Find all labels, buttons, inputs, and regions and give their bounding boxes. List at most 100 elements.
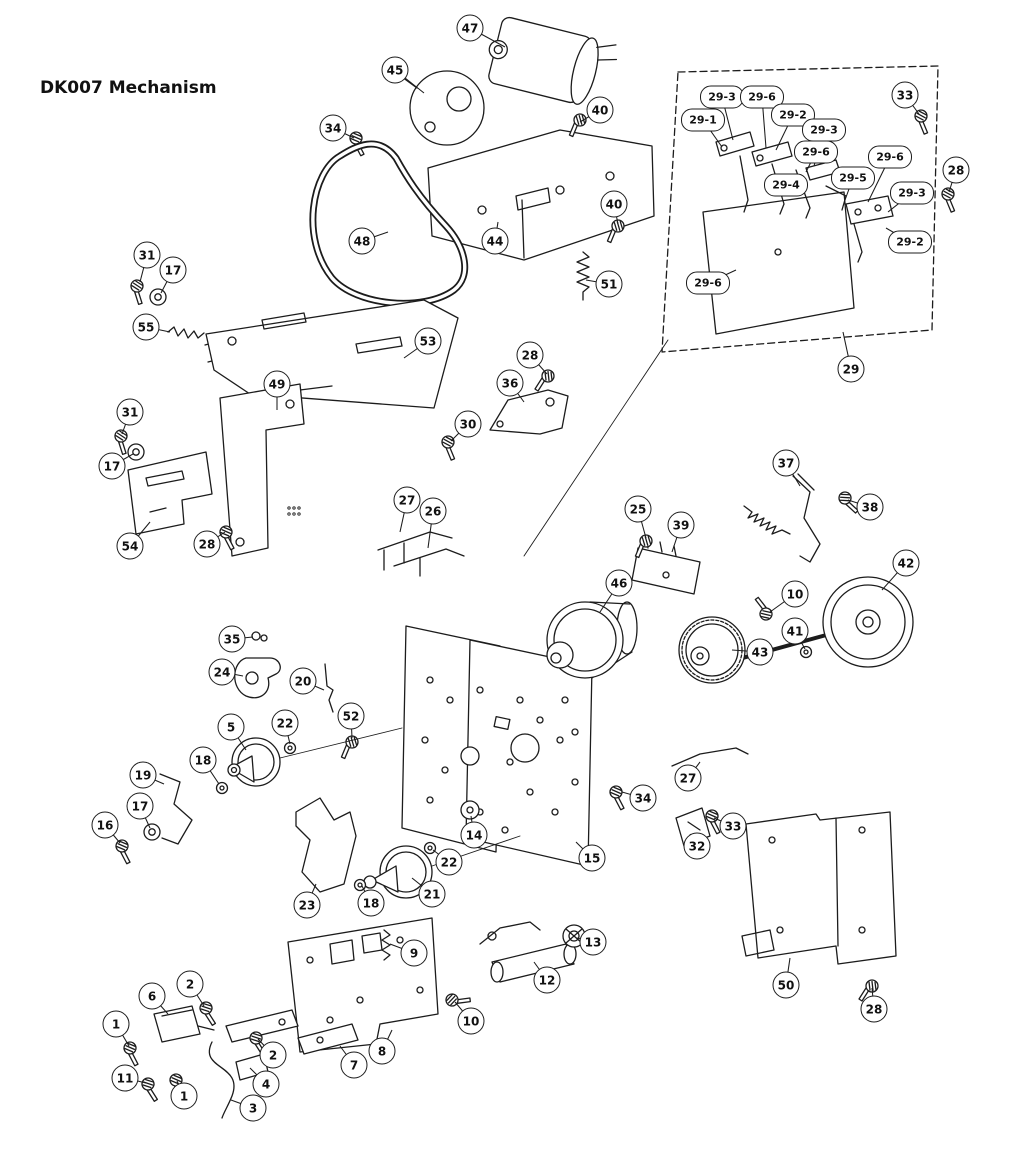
callout-22: 22 — [271, 709, 299, 737]
diagram-title: DK007 Mechanism — [40, 78, 217, 98]
callout-29-3: 29-3 — [700, 85, 744, 109]
callout-33: 33 — [891, 81, 919, 109]
bracket-7 — [297, 1023, 359, 1055]
callout-20: 20 — [289, 667, 317, 695]
callout-41: 41 — [781, 617, 809, 645]
callout-34: 34 — [319, 114, 347, 142]
callout-28: 28 — [860, 995, 888, 1023]
inset-detail-box — [523, 65, 965, 557]
callout-54: 54 — [116, 532, 144, 560]
washer-14 — [460, 800, 480, 820]
callout-28: 28 — [942, 156, 970, 184]
callout-50: 50 — [772, 971, 800, 999]
bracket-2a — [225, 1009, 299, 1043]
callout-34: 34 — [629, 784, 657, 812]
callout-6: 6 — [138, 982, 166, 1010]
pinch-roller-12 — [479, 921, 577, 983]
callout-29-2: 29-2 — [771, 103, 815, 127]
callout-51: 51 — [595, 270, 623, 298]
spring-51 — [576, 251, 590, 301]
callout-32: 32 — [683, 832, 711, 860]
callout-24: 24 — [208, 658, 236, 686]
callout-1: 1 — [170, 1082, 198, 1110]
spring-38 — [743, 505, 791, 535]
callout-48: 48 — [348, 227, 376, 255]
motor-46 — [546, 601, 638, 679]
bracket-36 — [489, 389, 569, 435]
callout-29-6: 29-6 — [686, 271, 730, 295]
callout-33: 33 — [719, 812, 747, 840]
callout-29: 29 — [837, 355, 865, 383]
callout-16: 16 — [91, 811, 119, 839]
callout-29-4: 29-4 — [764, 173, 808, 197]
callout-31: 31 — [116, 398, 144, 426]
callout-17: 17 — [159, 256, 187, 284]
bracket-50 — [741, 811, 897, 965]
callout-10: 10 — [781, 580, 809, 608]
callout-40: 40 — [586, 96, 614, 124]
callout-8: 8 — [368, 1037, 396, 1065]
callout-17: 17 — [126, 792, 154, 820]
callout-28: 28 — [516, 341, 544, 369]
drive-belt-48 — [309, 140, 469, 307]
callout-45: 45 — [381, 56, 409, 84]
callout-29-1: 29-1 — [681, 108, 725, 132]
callout-13: 13 — [579, 928, 607, 956]
strip-26 — [393, 548, 465, 577]
callout-31: 31 — [133, 241, 161, 269]
spring-9 — [381, 929, 391, 961]
callout-26: 26 — [419, 497, 447, 525]
callout-23: 23 — [293, 891, 321, 919]
callout-49: 49 — [263, 370, 291, 398]
callout-21: 21 — [418, 880, 446, 908]
callout-27: 27 — [393, 486, 421, 514]
callout-29-5: 29-5 — [831, 166, 875, 190]
callout-17: 17 — [98, 452, 126, 480]
callout-2: 2 — [259, 1041, 287, 1069]
callout-29-6: 29-6 — [794, 140, 838, 164]
lever-23 — [295, 797, 357, 893]
holder-24 — [234, 657, 281, 699]
gear-43 — [678, 616, 746, 684]
reel-5 — [227, 727, 403, 787]
lever-19 — [159, 773, 193, 845]
main-chassis-15 — [401, 625, 593, 867]
callout-40: 40 — [600, 190, 628, 218]
callout-36: 36 — [496, 369, 524, 397]
callout-18: 18 — [189, 746, 217, 774]
callout-2: 2 — [176, 970, 204, 998]
callout-47: 47 — [456, 14, 484, 42]
callout-28: 28 — [193, 530, 221, 558]
callout-27: 27 — [674, 764, 702, 792]
callout-38: 38 — [856, 493, 884, 521]
callout-25: 25 — [624, 495, 652, 523]
callout-35: 35 — [218, 625, 246, 653]
callout-5: 5 — [217, 713, 245, 741]
callout-18: 18 — [357, 889, 385, 917]
callout-9: 9 — [400, 939, 428, 967]
callout-3: 3 — [239, 1094, 267, 1122]
callout-44: 44 — [481, 227, 509, 255]
callout-53: 53 — [414, 327, 442, 355]
callout-46: 46 — [605, 569, 633, 597]
callout-29-2: 29-2 — [888, 230, 932, 254]
callout-10: 10 — [457, 1007, 485, 1035]
callout-52: 52 — [337, 702, 365, 730]
callout-7: 7 — [340, 1051, 368, 1079]
callout-55: 55 — [132, 313, 160, 341]
spring-55 — [167, 326, 205, 339]
callout-22: 22 — [435, 848, 463, 876]
bracket-49 — [219, 383, 305, 557]
callout-11: 11 — [111, 1064, 139, 1092]
callout-29-6: 29-6 — [740, 85, 784, 109]
clip-35 — [251, 631, 268, 642]
callout-14: 14 — [460, 821, 488, 849]
callout-19: 19 — [129, 761, 157, 789]
callout-4: 4 — [252, 1070, 280, 1098]
callout-29-3: 29-3 — [802, 118, 846, 142]
top-chassis-44 — [427, 129, 655, 261]
callout-42: 42 — [892, 549, 920, 577]
wire-3 — [208, 1041, 235, 1119]
